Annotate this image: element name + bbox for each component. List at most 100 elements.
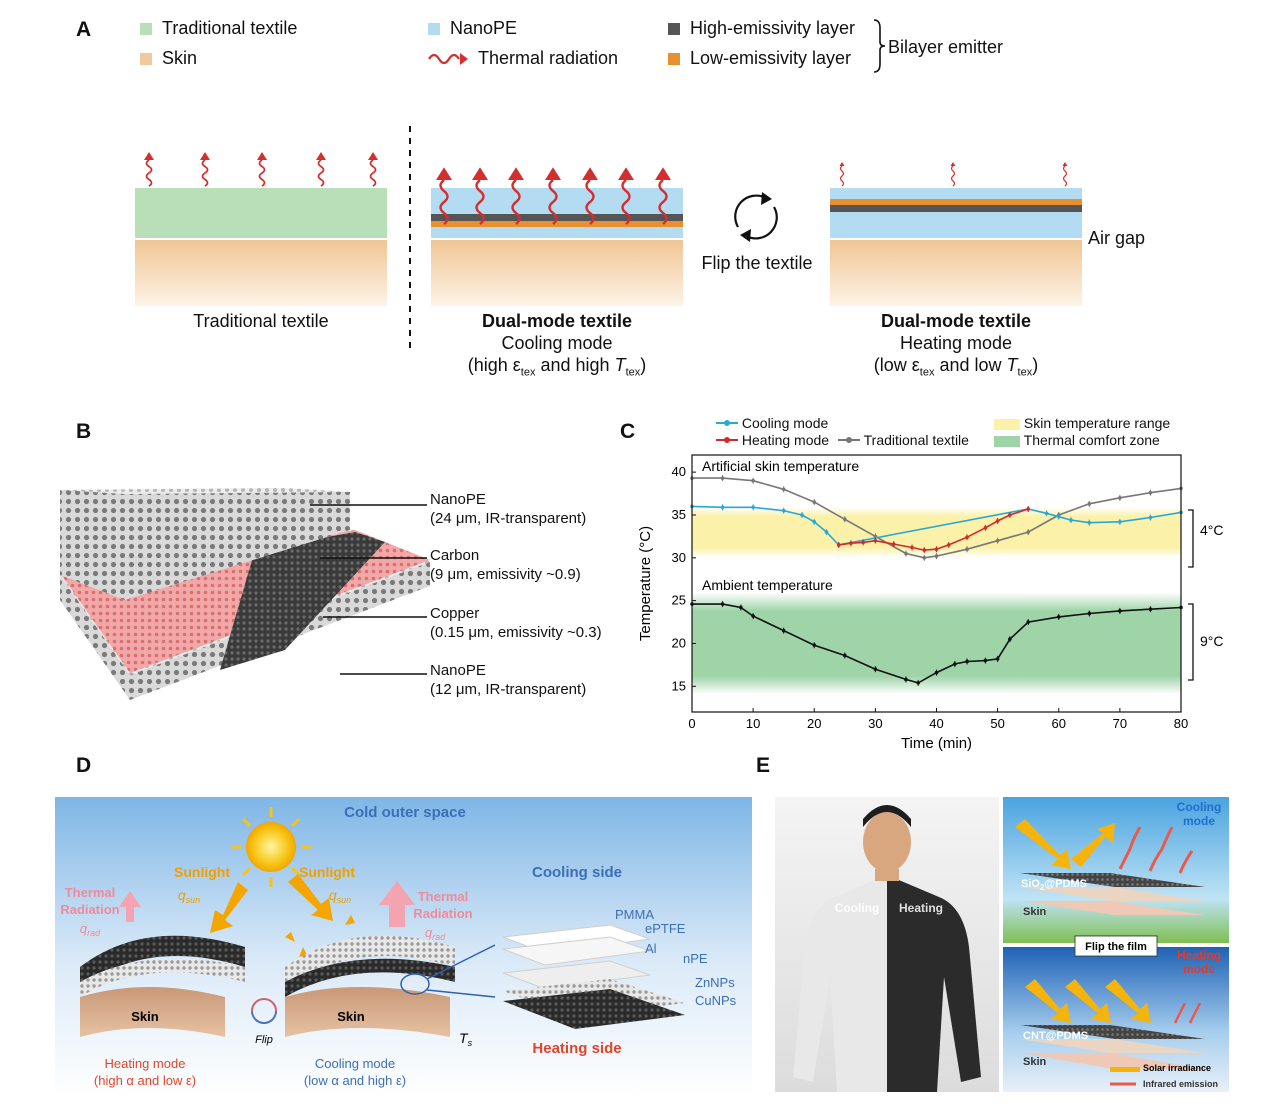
svg-text:CuNPs: CuNPs bbox=[695, 993, 737, 1008]
legend-label: Traditional textile bbox=[162, 18, 298, 38]
high-emissivity-swatch bbox=[668, 22, 680, 35]
skin-layer-heating bbox=[1020, 1039, 1205, 1053]
legend-traditional: Traditional textile bbox=[838, 432, 969, 448]
data-point bbox=[995, 538, 1000, 543]
comfort-zone-band bbox=[692, 592, 1181, 695]
legend-nanope: NanoPE bbox=[428, 18, 517, 39]
heating-mode-detail: (high α and low ε) bbox=[94, 1073, 196, 1088]
nanope-top-side bbox=[60, 490, 125, 600]
sio2-film bbox=[1020, 873, 1205, 887]
data-point bbox=[1148, 490, 1153, 495]
layer-label-carbon: Carbon(9 μm, emissivity ~0.9) bbox=[430, 547, 581, 583]
data-point bbox=[934, 554, 939, 558]
layer-label-nanope-top: NanoPE(24 μm, IR-transparent) bbox=[430, 491, 587, 527]
cold-space-label: Cold outer space bbox=[344, 804, 466, 821]
radiation-arrowhead bbox=[472, 167, 488, 180]
high-emissivity-layer bbox=[830, 205, 1082, 212]
radiation-wave bbox=[369, 159, 377, 187]
svg-text:PMMA: PMMA bbox=[615, 907, 654, 922]
textile-layer bbox=[135, 188, 387, 238]
solar-arrows-heating bbox=[1025, 979, 1151, 1023]
legend-label: Thermal radiation bbox=[478, 48, 619, 68]
data-point bbox=[751, 505, 755, 510]
data-point bbox=[965, 659, 969, 664]
radiation-arrowhead bbox=[618, 167, 634, 180]
svg-text:ZnNPs: ZnNPs bbox=[695, 975, 735, 990]
nanope-bottom-layer bbox=[431, 227, 683, 238]
radiation-arrowhead bbox=[436, 167, 452, 180]
radiation-wave bbox=[201, 159, 209, 187]
heating-side-label: Heating side bbox=[532, 1040, 621, 1057]
data-point bbox=[1056, 514, 1061, 519]
flip-textile-label: Flip the textile bbox=[701, 253, 813, 273]
legend-label: High-emissivity layer bbox=[690, 18, 856, 38]
data-point bbox=[1026, 620, 1030, 624]
y-tick-label: 30 bbox=[672, 550, 686, 565]
svg-text:ePTFE: ePTFE bbox=[645, 921, 686, 936]
data-point bbox=[1087, 611, 1092, 616]
data-point bbox=[1087, 520, 1092, 525]
low-emissivity-swatch bbox=[668, 52, 680, 65]
data-point bbox=[739, 605, 743, 610]
legend-cooling: Cooling mode bbox=[716, 415, 828, 431]
svg-text:Flip the film: Flip the film bbox=[1085, 941, 1147, 953]
textile-right-bottom bbox=[285, 958, 455, 997]
textile-swatch bbox=[140, 22, 152, 35]
x-tick-label: 70 bbox=[1113, 716, 1127, 731]
span-top-label: 4°C bbox=[1200, 522, 1224, 538]
q-rad-left: qrad bbox=[80, 921, 101, 938]
series-line bbox=[691, 505, 1182, 546]
cooling-mode-stack bbox=[431, 167, 683, 306]
skin-layer bbox=[431, 240, 683, 306]
radiation-wave bbox=[145, 159, 153, 187]
data-point bbox=[965, 535, 969, 540]
data-point bbox=[843, 517, 847, 522]
legend-heating: Heating mode bbox=[716, 432, 829, 448]
q-rad-right: qrad bbox=[425, 925, 446, 942]
flip-icon bbox=[734, 192, 778, 242]
data-point bbox=[1148, 515, 1153, 520]
nanope-swatch bbox=[428, 22, 440, 35]
x-tick-label: 80 bbox=[1174, 716, 1188, 731]
cooling-detail: (high εtex and high Ttex) bbox=[467, 355, 647, 379]
data-point bbox=[1118, 609, 1122, 613]
low-emissivity-layer bbox=[830, 199, 1082, 205]
data-point bbox=[1069, 518, 1073, 522]
heating-caption: Dual-mode textile Heating mode (low εtex… bbox=[820, 310, 1092, 384]
solar-legend-swatch bbox=[1110, 1067, 1140, 1072]
data-point bbox=[836, 543, 841, 547]
data-point bbox=[1044, 511, 1049, 516]
y-tick-label: 20 bbox=[672, 635, 686, 650]
skin-block-right bbox=[285, 987, 450, 1037]
data-point bbox=[720, 476, 725, 480]
data-point bbox=[1008, 637, 1012, 641]
data-point bbox=[891, 542, 896, 546]
sunlight-arrow-right bbox=[288, 874, 333, 921]
skin-block-left bbox=[80, 987, 225, 1037]
data-point bbox=[953, 662, 957, 666]
panel-a-label: A bbox=[76, 18, 92, 41]
nanope-bottom-layer bbox=[830, 212, 1082, 238]
data-point bbox=[751, 614, 755, 618]
sio2-label: SiO2@PDMS bbox=[1021, 878, 1087, 892]
cnt-label: CNT@PDMS bbox=[1023, 1030, 1088, 1042]
textile-left-bottom bbox=[80, 958, 245, 997]
legend-label: Skin bbox=[162, 48, 198, 68]
eptfe-layer bbox=[502, 936, 651, 966]
series-line bbox=[838, 508, 1029, 551]
brace-icon bbox=[873, 19, 886, 73]
radiation-wave bbox=[258, 159, 266, 187]
bilayer-emitter-label: Bilayer emitter bbox=[888, 37, 1004, 57]
nanope-top-front bbox=[125, 492, 350, 600]
radiation-wave bbox=[439, 179, 449, 225]
span-bracket-top bbox=[1188, 509, 1194, 568]
nanope-top-layer bbox=[830, 188, 1082, 199]
legend-skin: Skin bbox=[140, 48, 197, 69]
data-point bbox=[720, 505, 725, 510]
heating-mode: Heating mode bbox=[899, 333, 1013, 353]
panel-a-diagram bbox=[135, 126, 1082, 348]
exploded-labels: PMMA ePTFE Al nPE ZnNPs CuNPs bbox=[615, 907, 737, 1008]
